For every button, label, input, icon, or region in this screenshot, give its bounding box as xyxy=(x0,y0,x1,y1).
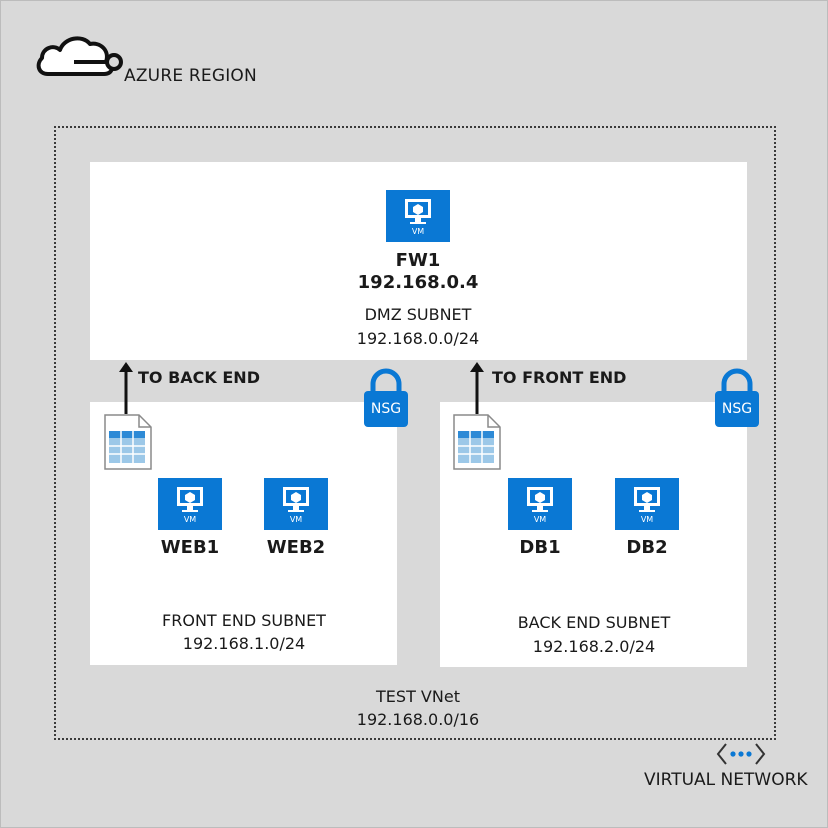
web1-name: WEB1 xyxy=(160,537,220,558)
route-table-icon xyxy=(104,414,152,470)
db2-vm-icon: VM xyxy=(615,478,679,530)
region-label: AZURE REGION xyxy=(124,66,257,86)
arrow-up-icon xyxy=(119,362,133,414)
cloud-icon xyxy=(36,36,123,76)
dmz-subnet-cidr: 192.168.0.0/24 xyxy=(356,329,480,348)
front-end-subnet-cidr: 192.168.1.0/24 xyxy=(182,634,306,653)
virtual-network-label: VIRTUAL NETWORK xyxy=(644,770,808,790)
vnet-cidr: 192.168.0.0/16 xyxy=(356,710,480,729)
web2-vm-icon: VM xyxy=(264,478,328,530)
vm-badge: VM xyxy=(289,515,303,524)
db2-name: DB2 xyxy=(626,537,668,558)
db1-vm-icon: VM xyxy=(508,478,572,530)
web1-vm-icon: VM xyxy=(158,478,222,530)
front-end-subnet-name: FRONT END SUBNET xyxy=(162,611,326,630)
nsg-lock-icon xyxy=(364,368,408,427)
to-front-end-label: TO FRONT END xyxy=(492,368,627,387)
nsg-label: NSG xyxy=(370,401,402,417)
web2-name: WEB2 xyxy=(266,537,326,558)
nsg-lock-icon xyxy=(715,368,759,427)
vm-badge: VM xyxy=(183,515,197,524)
fw1-name: FW1 xyxy=(395,250,441,271)
vm-badge: VM xyxy=(640,515,654,524)
nsg-label: NSG xyxy=(721,401,753,417)
db1-name: DB1 xyxy=(519,537,561,558)
route-table-icon xyxy=(453,414,501,470)
vnet-name: TEST VNet xyxy=(376,687,460,706)
vnet-border xyxy=(54,126,776,740)
vm-badge: VM xyxy=(411,227,425,236)
virtual-network-icon xyxy=(716,743,766,765)
back-end-subnet-name: BACK END SUBNET xyxy=(517,613,671,632)
fw1-ip: 192.168.0.4 xyxy=(357,272,479,293)
arrow-up-icon xyxy=(470,362,484,414)
vm-badge: VM xyxy=(533,515,547,524)
fw1-vm-icon: VM xyxy=(386,190,450,242)
dmz-subnet-name: DMZ SUBNET xyxy=(364,305,472,324)
to-back-end-label: TO BACK END xyxy=(138,368,260,387)
back-end-subnet-cidr: 192.168.2.0/24 xyxy=(532,637,656,656)
